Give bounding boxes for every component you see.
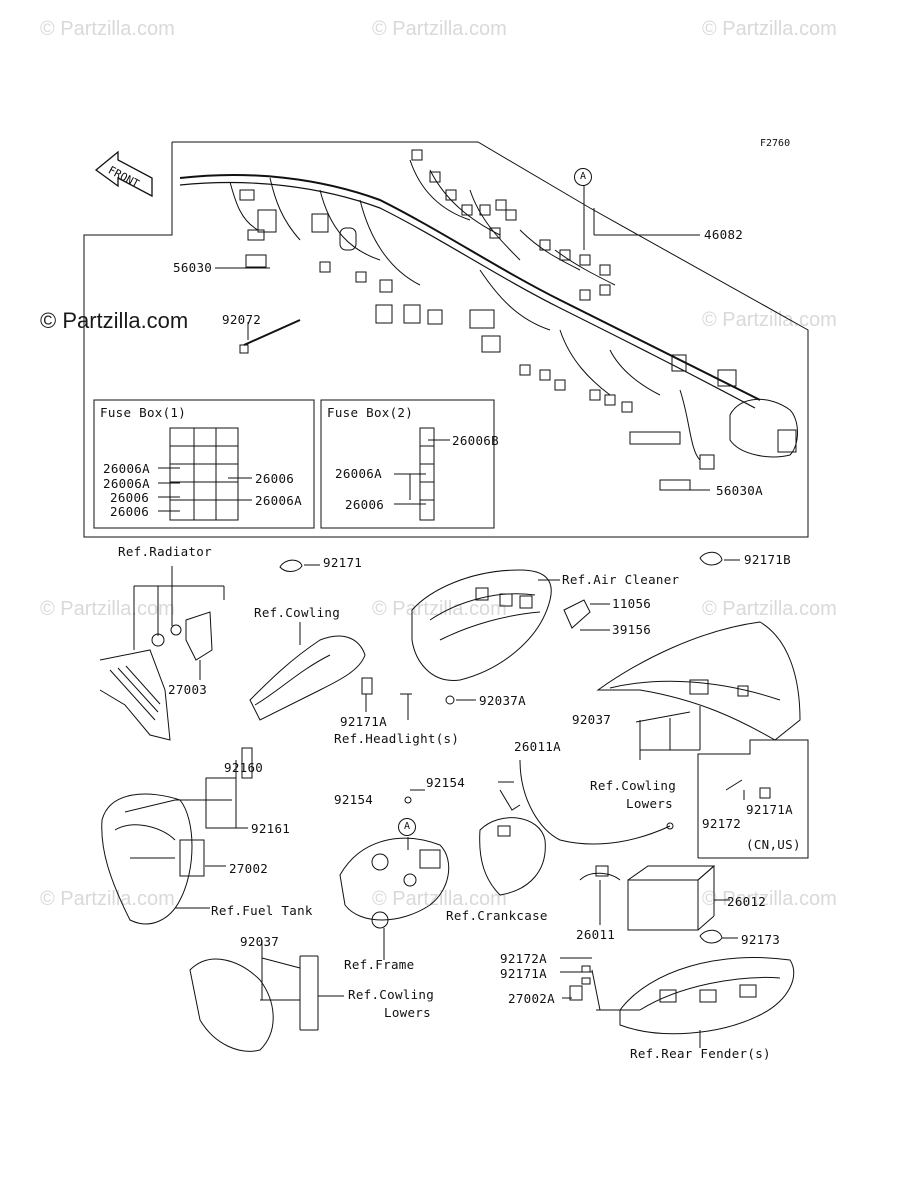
part-label-92037a: 92037A: [479, 693, 526, 708]
part-label-92072: 92072: [222, 312, 262, 327]
fuse-label: 26006B: [452, 433, 499, 448]
figure-code: F2760: [760, 138, 791, 149]
fuse-box-2-title: Fuse Box(2): [327, 405, 414, 420]
front-arrow-icon: [94, 150, 153, 198]
part-label-92154: 92154: [426, 775, 466, 790]
fuse-label: 26006A: [103, 476, 150, 491]
fuse-label: 26006A: [255, 493, 302, 508]
part-label-92037: 92037: [572, 712, 612, 727]
fuse-label: 26006: [110, 490, 150, 505]
ref-cowling-lowers: Ref.Cowling: [590, 778, 677, 793]
part-label-92171: 92171: [323, 555, 363, 570]
part-label-27002: 27002: [229, 861, 269, 876]
part-label-56030: 56030: [173, 260, 213, 275]
ref-rear-fender: Ref.Rear Fender(s): [630, 1046, 771, 1061]
part-label-92171a: 92171A: [500, 966, 547, 981]
fuse-label: 26006A: [335, 466, 382, 481]
ref-cowling-lowers: Lowers: [384, 1005, 431, 1020]
part-label-39156: 39156: [612, 622, 652, 637]
ref-crankcase: Ref.Crankcase: [446, 908, 548, 923]
watermark: © Partzilla.com: [372, 598, 507, 620]
watermark: © Partzilla.com: [702, 309, 837, 331]
fuse-label: 26006: [255, 471, 295, 486]
watermark: © Partzilla.com: [372, 18, 507, 40]
ref-radiator: Ref.Radiator: [118, 544, 212, 559]
part-label-92172: 92172: [702, 816, 742, 831]
part-label-92171b: 92171B: [744, 552, 791, 567]
part-label-26012: 26012: [727, 894, 767, 909]
fuse-label: 26006: [110, 504, 150, 519]
part-label-27003: 27003: [168, 682, 208, 697]
part-label-92172a: 92172A: [500, 951, 547, 966]
watermark: © Partzilla.com: [40, 18, 175, 40]
part-label-11056: 11056: [612, 596, 652, 611]
fuse-label: 26006: [345, 497, 385, 512]
part-label-26011: 26011: [576, 927, 616, 942]
part-label-92154: 92154: [334, 792, 374, 807]
part-label-27002a: 27002A: [508, 991, 555, 1006]
part-label-92160: 92160: [224, 760, 264, 775]
watermark: © Partzilla.com: [372, 888, 507, 910]
callout-a-top: A: [574, 168, 592, 186]
watermark: © Partzilla.com: [40, 888, 175, 910]
watermark-main: © Partzilla.com: [40, 308, 189, 333]
ref-headlights: Ref.Headlight(s): [334, 731, 460, 746]
part-label-92171a: 92171A: [340, 714, 387, 729]
part-label-56030a: 56030A: [716, 483, 763, 498]
fuse-label: 26006A: [103, 461, 150, 476]
fuse-box-1-title: Fuse Box(1): [100, 405, 187, 420]
part-label-92171a: 92171A: [746, 802, 793, 817]
part-label-92161: 92161: [251, 821, 291, 836]
watermark: © Partzilla.com: [702, 888, 837, 910]
part-label-92173: 92173: [741, 932, 781, 947]
part-label-26011a: 26011A: [514, 739, 561, 754]
watermark: © Partzilla.com: [702, 598, 837, 620]
callout-a-bottom: A: [398, 818, 416, 836]
part-label-46082: 46082: [704, 227, 744, 242]
front-arrow-label: FRONT: [106, 164, 142, 191]
ref-frame: Ref.Frame: [344, 957, 415, 972]
watermark: © Partzilla.com: [702, 18, 837, 40]
region-note: (CN,US): [746, 837, 801, 852]
ref-cowling-lowers: Ref.Cowling: [348, 987, 435, 1002]
ref-cowling-lowers: Lowers: [626, 796, 673, 811]
ref-cowling: Ref.Cowling: [254, 605, 341, 620]
watermark: © Partzilla.com: [40, 598, 175, 620]
ref-fuel-tank: Ref.Fuel Tank: [211, 903, 313, 918]
ref-air-cleaner: Ref.Air Cleaner: [562, 572, 680, 587]
part-label-92037: 92037: [240, 934, 280, 949]
